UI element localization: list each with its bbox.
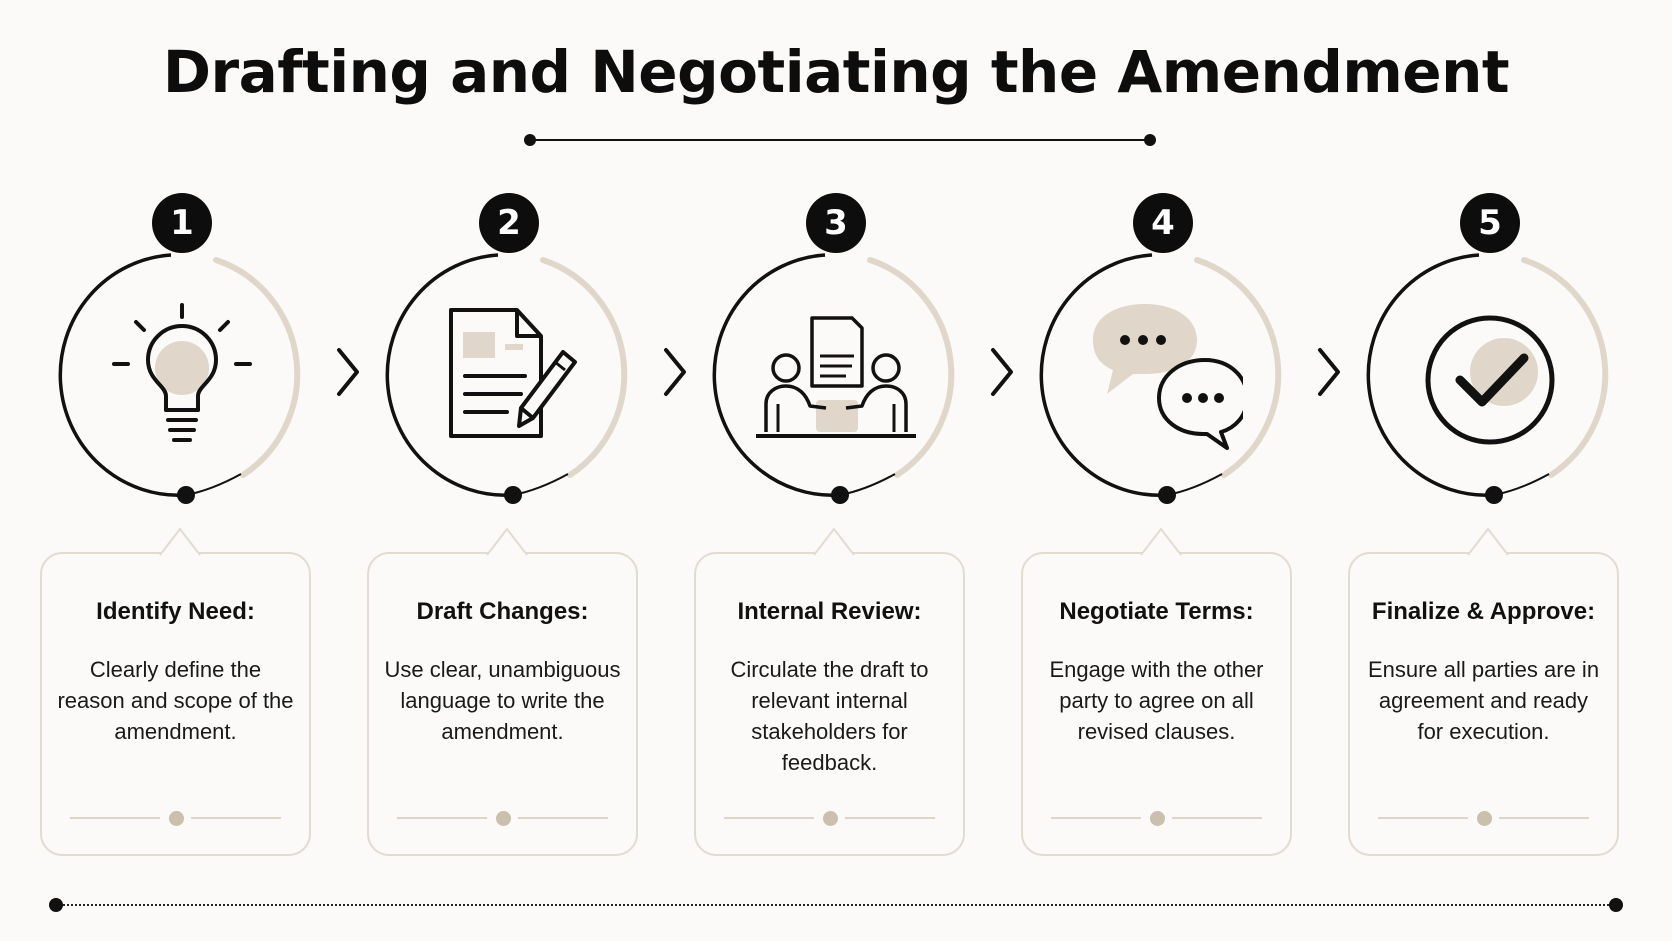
chevron-right-icon [664, 348, 686, 396]
step-title: Identify Need: [96, 598, 255, 625]
card-footer-line [1172, 817, 1262, 819]
card-pointer [1467, 527, 1509, 557]
chevron-right-icon [337, 348, 359, 396]
step-ring [58, 253, 301, 504]
step-3: 3 Internal Review: Circulate the draft t… [683, 0, 973, 941]
step-number-badge: 2 [479, 193, 539, 253]
lightbulb-icon [112, 303, 252, 442]
step-description: Ensure all parties are in agreement and … [1367, 657, 1600, 744]
card-footer-line [1051, 817, 1141, 819]
step-ring [385, 253, 628, 504]
bottom-dotted-divider [49, 898, 1623, 912]
step-number-badge: 5 [1460, 193, 1520, 253]
meeting-review-icon [756, 316, 916, 438]
chevron-right-icon [991, 348, 1013, 396]
card-footer-line [724, 817, 814, 819]
step-title: Draft Changes: [416, 598, 589, 625]
step-card: Identify Need: Clearly define the reason… [40, 527, 311, 856]
step-number-badge: 3 [806, 193, 866, 253]
step-card: Draft Changes: Use clear, unambiguous la… [367, 527, 638, 856]
step-2: 2 Draft Changes: Use clear, unambiguous … [356, 0, 646, 941]
card-footer-line [1499, 817, 1589, 819]
step-number-badge: 1 [152, 193, 212, 253]
card-pointer [159, 527, 201, 557]
step-card: Negotiate Terms: Engage with the other p… [1021, 527, 1292, 856]
card-pointer [1140, 527, 1182, 557]
step-ring [1039, 253, 1282, 504]
step-ring [1366, 253, 1609, 504]
step-5: 5 Finalize & Approve: Ensure all parties… [1337, 0, 1627, 941]
step-title: Internal Review: [737, 598, 922, 625]
step-number-badge: 4 [1133, 193, 1193, 253]
step-ring [712, 253, 955, 504]
step-description: Circulate the draft to relevant internal… [730, 657, 929, 775]
card-footer-line [518, 817, 608, 819]
step-4: 4 Negotiate Terms: Engage with the other… [1010, 0, 1300, 941]
divider-dot-right [1609, 898, 1623, 912]
divider-dot-left [49, 898, 63, 912]
step-description: Use clear, unambiguous language to write… [384, 657, 621, 744]
step-description: Engage with the other party to agree on … [1049, 657, 1264, 744]
step-description: Clearly define the reason and scope of t… [57, 657, 294, 744]
step-title: Negotiate Terms: [1059, 598, 1254, 625]
card-pointer [813, 527, 855, 557]
card-footer-line [845, 817, 935, 819]
card-footer-line [397, 817, 487, 819]
step-card: Internal Review: Circulate the draft to … [694, 527, 965, 856]
card-footer-line [1378, 817, 1468, 819]
card-pointer [486, 527, 528, 557]
document-pen-icon [449, 308, 577, 438]
step-title: Finalize & Approve: [1371, 598, 1596, 625]
divider-dot-left [524, 134, 536, 146]
chevron-right-icon [1318, 348, 1340, 396]
card-footer-line [70, 817, 160, 819]
checkmark-icon [1425, 315, 1555, 445]
step-1: 1 Identify Need: Clearly define the reas… [29, 0, 319, 941]
step-card: Finalize & Approve: Ensure all parties a… [1348, 527, 1619, 856]
card-footer-dot [1477, 811, 1492, 826]
title-divider [524, 134, 1156, 146]
card-footer-dot [1150, 811, 1165, 826]
divider-dot-right [1144, 134, 1156, 146]
card-footer-dot [169, 811, 184, 826]
card-footer-dot [496, 811, 511, 826]
page-title: Drafting and Negotiating the Amendment [162, 38, 1510, 106]
card-footer-line [191, 817, 281, 819]
chat-bubbles-icon [1093, 304, 1243, 450]
card-footer-dot [823, 811, 838, 826]
